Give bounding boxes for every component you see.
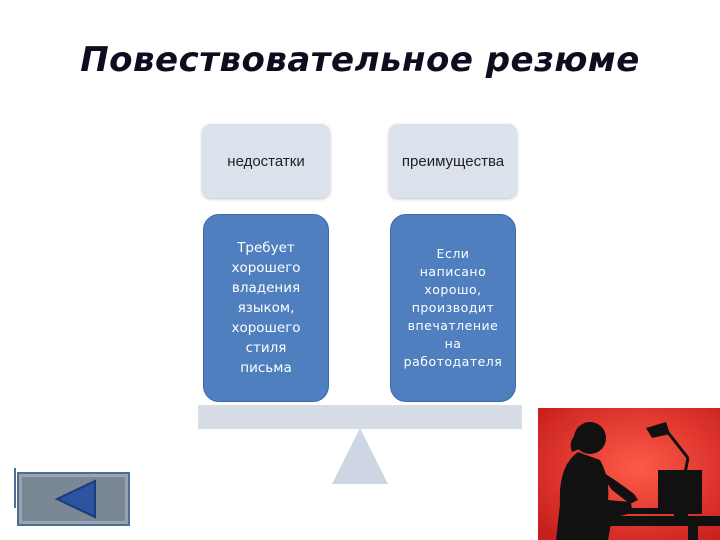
- disadvantages-header: недостатки: [202, 124, 330, 198]
- advantages-header: преимущества: [389, 124, 517, 198]
- scale-beam: [198, 405, 522, 429]
- disadvantages-body: Требует хорошего владения языком, хороше…: [203, 214, 329, 402]
- slide-title: Повествовательное резюме: [0, 40, 720, 80]
- back-button[interactable]: [17, 472, 130, 526]
- advantages-body: Если написано хорошо, производит впечатл…: [390, 214, 516, 402]
- scale-fulcrum: [330, 428, 390, 484]
- person-at-computer-image: [538, 408, 720, 540]
- decorative-line: [14, 468, 16, 508]
- triangle-left-icon: [19, 474, 128, 524]
